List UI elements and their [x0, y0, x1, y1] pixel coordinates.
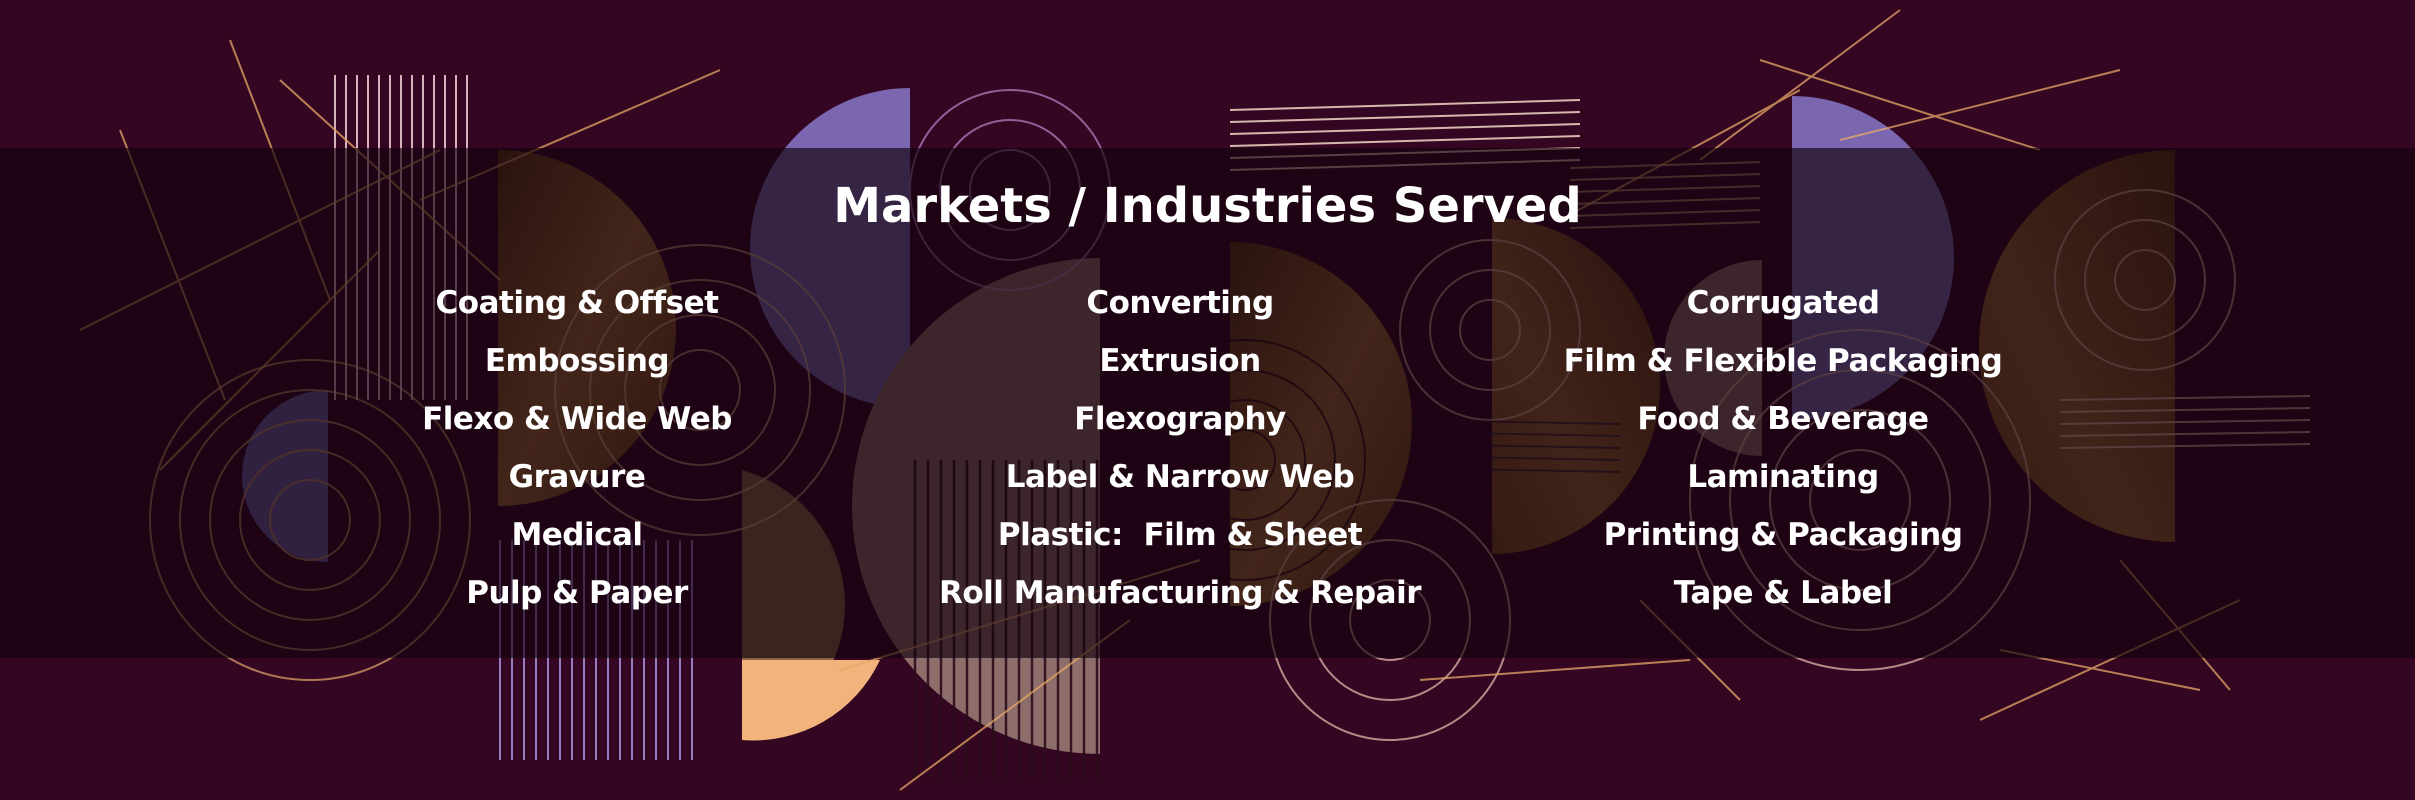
industry-item: Tape & Label: [1673, 575, 1893, 611]
industry-item: Laminating: [1687, 459, 1879, 495]
industry-item: Plastic: Film & Sheet: [997, 517, 1363, 553]
industry-item: Medical: [511, 517, 643, 553]
industries-column-1: Coating & Offset Embossing Flexo & Wide …: [227, 274, 927, 622]
industries-column-3: Corrugated Film & Flexible Packaging Foo…: [1433, 274, 2133, 622]
industry-item: Embossing: [484, 343, 670, 379]
page-title: Markets / Industries Served: [833, 178, 1582, 234]
industry-item: Converting: [1086, 285, 1274, 321]
industry-item: Roll Manufacturing & Repair: [938, 575, 1422, 611]
peach-quarter: [742, 660, 880, 741]
industry-item: Pulp & Paper: [466, 575, 688, 611]
industry-item: Flexo & Wide Web: [422, 401, 732, 437]
text-backdrop-band: [0, 148, 2415, 658]
industry-item: Extrusion: [1099, 343, 1261, 379]
industry-item: Printing & Packaging: [1603, 517, 1963, 553]
industry-item: Gravure: [508, 459, 646, 495]
industry-item: Coating & Offset: [435, 285, 719, 321]
industry-item: Label & Narrow Web: [1005, 459, 1355, 495]
industry-item: Film & Flexible Packaging: [1563, 343, 2003, 379]
industry-item: Food & Beverage: [1637, 401, 1929, 437]
industry-item: Corrugated: [1686, 285, 1880, 321]
industries-column-2: Converting Extrusion Flexography Label &…: [830, 274, 1530, 622]
industry-item: Flexography: [1074, 401, 1286, 437]
